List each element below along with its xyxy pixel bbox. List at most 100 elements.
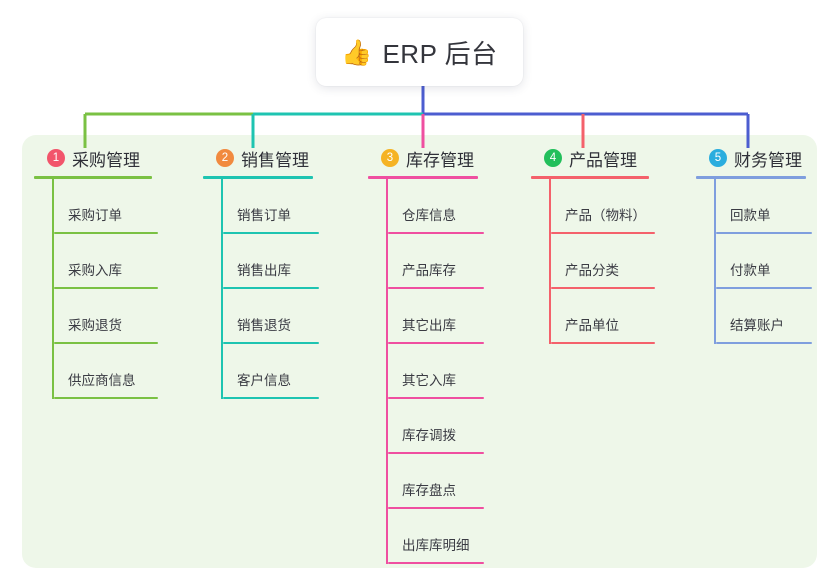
column-badge-2: 2 [216, 149, 234, 167]
menu-item[interactable]: 采购入库 [36, 234, 184, 289]
menu-item-label: 出库库明细 [402, 538, 470, 553]
menu-item[interactable]: 客户信息 [205, 344, 353, 399]
column-header-2[interactable]: 2 销售管理 [203, 146, 353, 170]
menu-item[interactable]: 采购订单 [36, 179, 184, 234]
menu-item[interactable]: 产品库存 [370, 234, 518, 289]
menu-item[interactable]: 产品单位 [533, 289, 681, 344]
column-title-5: 财务管理 [734, 150, 802, 170]
menu-item[interactable]: 仓库信息 [370, 179, 518, 234]
menu-item-rule [54, 342, 158, 344]
menu-item-rule [551, 287, 655, 289]
column-spine-1 [52, 179, 54, 399]
menu-item[interactable]: 销售订单 [205, 179, 353, 234]
column-header-3[interactable]: 3 库存管理 [368, 146, 518, 170]
menu-item[interactable]: 库存调拨 [370, 399, 518, 454]
menu-item-label: 其它出库 [402, 318, 456, 333]
menu-item-rule [54, 397, 158, 399]
root-node[interactable]: 👍 ERP 后台 [316, 18, 523, 86]
column-title-1: 采购管理 [72, 150, 140, 170]
menu-item-label: 客户信息 [237, 373, 291, 388]
menu-item-label: 仓库信息 [402, 208, 456, 223]
column-header-rule-5 [696, 176, 806, 179]
menu-item[interactable]: 销售退货 [205, 289, 353, 344]
menu-item[interactable]: 结算账户 [698, 289, 839, 344]
column-2: 2 销售管理销售订单销售出库销售退货客户信息 [203, 146, 353, 399]
column-5: 5 财务管理回款单付款单结算账户 [696, 146, 839, 344]
menu-item-label: 供应商信息 [68, 373, 136, 388]
column-header-rule-4 [531, 176, 649, 179]
column-1: 1 采购管理采购订单采购入库采购退货供应商信息 [34, 146, 184, 399]
menu-item-rule [223, 287, 319, 289]
column-items-3: 仓库信息产品库存其它出库其它入库库存调拨库存盘点出库库明细 [368, 179, 518, 564]
menu-item-rule [716, 287, 812, 289]
column-badge-4: 4 [544, 149, 562, 167]
menu-item[interactable]: 其它出库 [370, 289, 518, 344]
menu-item[interactable]: 产品分类 [533, 234, 681, 289]
menu-item[interactable]: 销售出库 [205, 234, 353, 289]
menu-item-rule [388, 562, 484, 564]
menu-item-rule [223, 342, 319, 344]
thumbs-up-icon: 👍 [341, 38, 373, 67]
column-badge-1: 1 [47, 149, 65, 167]
menu-item-rule [223, 232, 319, 234]
menu-item-rule [388, 452, 484, 454]
column-header-1[interactable]: 1 采购管理 [34, 146, 184, 170]
menu-item-label: 其它入库 [402, 373, 456, 388]
menu-item-rule [551, 342, 655, 344]
column-items-5: 回款单付款单结算账户 [696, 179, 839, 344]
menu-item[interactable]: 供应商信息 [36, 344, 184, 399]
menu-item-label: 销售订单 [237, 208, 291, 223]
menu-item[interactable]: 出库库明细 [370, 509, 518, 564]
menu-item-label: 结算账户 [730, 318, 784, 333]
menu-item-label: 销售退货 [237, 318, 291, 333]
column-header-rule-1 [34, 176, 152, 179]
column-header-rule-2 [203, 176, 313, 179]
menu-item-rule [388, 507, 484, 509]
menu-item-rule [551, 232, 655, 234]
column-spine-5 [714, 179, 716, 344]
menu-item-rule [54, 232, 158, 234]
menu-item-rule [716, 342, 812, 344]
column-badge-5: 5 [709, 149, 727, 167]
menu-item-label: 采购入库 [68, 263, 122, 278]
column-header-rule-3 [368, 176, 478, 179]
menu-item[interactable]: 回款单 [698, 179, 839, 234]
column-header-4[interactable]: 4 产品管理 [531, 146, 681, 170]
column-items-4: 产品（物料） 产品分类产品单位 [531, 179, 681, 344]
column-items-2: 销售订单销售出库销售退货客户信息 [203, 179, 353, 399]
menu-item[interactable]: 其它入库 [370, 344, 518, 399]
menu-item-label: 付款单 [730, 263, 771, 278]
menu-item-rule [388, 232, 484, 234]
menu-item-rule [388, 397, 484, 399]
column-title-2: 销售管理 [241, 150, 309, 170]
menu-item-rule [716, 232, 812, 234]
menu-item-label: 产品库存 [402, 263, 456, 278]
menu-item-rule [54, 287, 158, 289]
menu-item[interactable]: 产品（物料） [533, 179, 681, 234]
column-title-3: 库存管理 [406, 150, 474, 170]
menu-item[interactable]: 采购退货 [36, 289, 184, 344]
menu-item-label: 产品单位 [565, 318, 619, 333]
menu-item[interactable]: 库存盘点 [370, 454, 518, 509]
menu-item-label: 库存盘点 [402, 483, 456, 498]
column-badge-3: 3 [381, 149, 399, 167]
menu-item-rule [223, 397, 319, 399]
column-3: 3 库存管理仓库信息产品库存其它出库其它入库库存调拨库存盘点出库库明细 [368, 146, 518, 564]
diagram-background-panel [22, 135, 817, 568]
column-header-5[interactable]: 5 财务管理 [696, 146, 839, 170]
menu-item-rule [388, 342, 484, 344]
menu-item-label: 回款单 [730, 208, 771, 223]
menu-item-rule [388, 287, 484, 289]
menu-item-label: 采购订单 [68, 208, 122, 223]
menu-item[interactable]: 付款单 [698, 234, 839, 289]
root-title: ERP 后台 [382, 38, 498, 69]
column-4: 4 产品管理产品（物料） 产品分类产品单位 [531, 146, 681, 344]
menu-item-label: 库存调拨 [402, 428, 456, 443]
column-spine-2 [221, 179, 223, 399]
column-title-4: 产品管理 [569, 150, 637, 170]
column-spine-3 [386, 179, 388, 564]
menu-item-label: 产品分类 [565, 263, 619, 278]
column-items-1: 采购订单采购入库采购退货供应商信息 [34, 179, 184, 399]
menu-item-label: 产品（物料） [565, 208, 646, 223]
